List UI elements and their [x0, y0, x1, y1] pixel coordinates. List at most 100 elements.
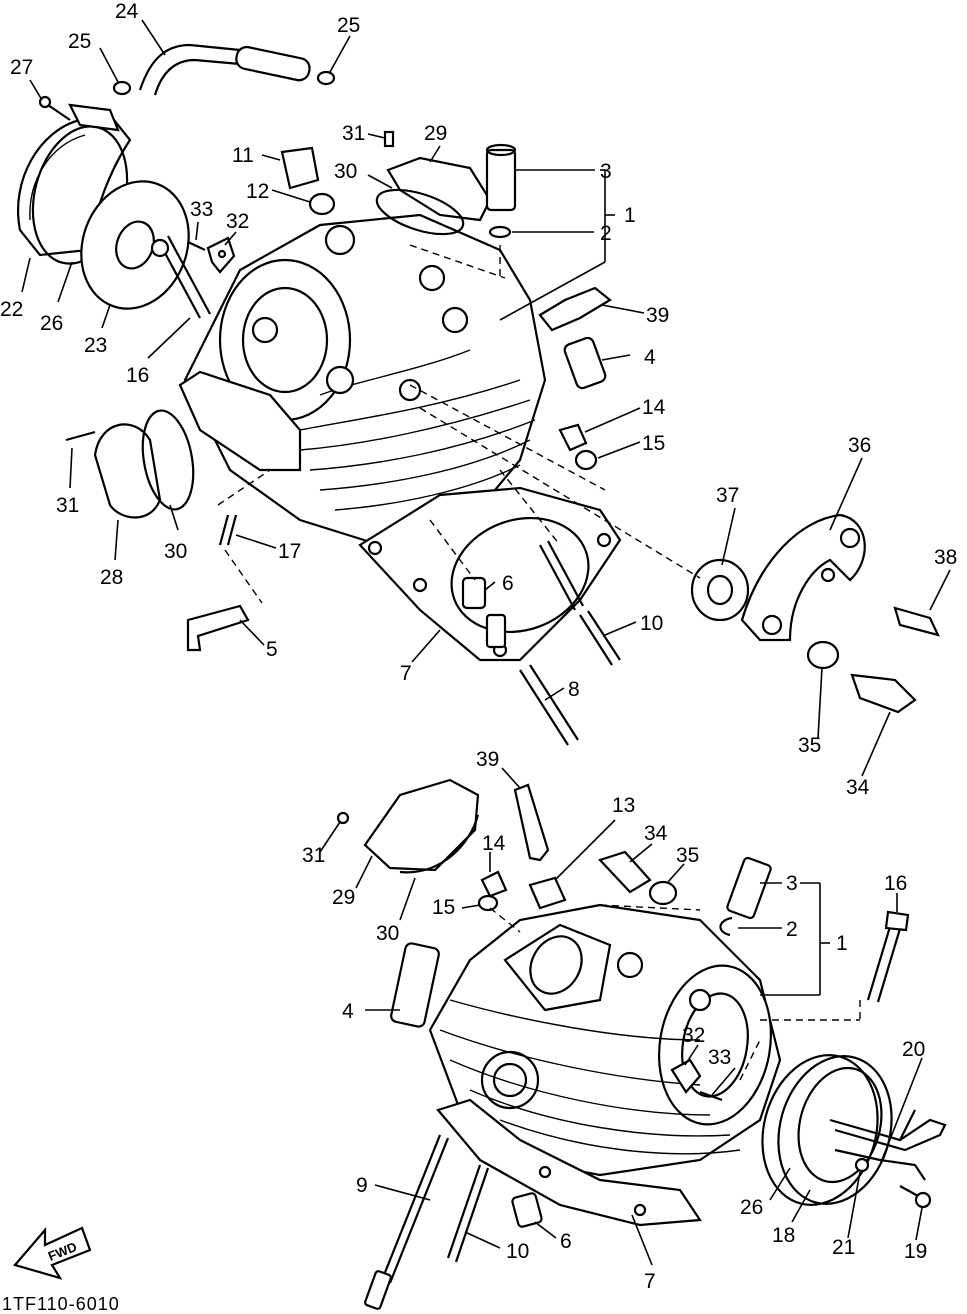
engine-bracket [740, 513, 866, 642]
long-bolt [150, 235, 211, 319]
callout-lower-26: 26 [740, 1196, 763, 1219]
callout-lower-30: 30 [376, 922, 399, 945]
callout-upper-37: 37 [716, 484, 739, 507]
callout-lower-2: 2 [786, 918, 798, 941]
bracket-32 [187, 236, 236, 274]
callout-lower-9: 9 [356, 1174, 368, 1197]
lower-leader-lines [319, 767, 923, 1266]
callout-upper-38: 38 [934, 546, 957, 569]
upper-valve-guide [485, 143, 517, 239]
upper-leader-lines [21, 19, 951, 777]
callout-upper-11: 11 [232, 144, 254, 167]
callout-upper-25b: 25 [337, 14, 360, 37]
callout-lower-1: 1 [836, 932, 848, 955]
callout-upper-16: 16 [126, 364, 149, 387]
breather-hose [112, 43, 336, 96]
callout-upper-31b: 31 [56, 494, 79, 517]
lower-base-gasket [436, 1098, 702, 1227]
lower-bracket-32 [670, 1058, 723, 1102]
callout-lower-10: 10 [506, 1240, 529, 1263]
lower-long-bolt [866, 910, 910, 1003]
bolt-19 [899, 1185, 932, 1209]
plug-13 [528, 876, 567, 910]
bolt-27 [38, 95, 71, 121]
lower-cylinder-head [428, 903, 782, 1177]
upper-studs [461, 540, 621, 746]
callout-upper-10: 10 [640, 612, 663, 635]
callout-lower-32: 32 [682, 1024, 705, 1047]
callout-upper-30a: 30 [334, 160, 357, 183]
callout-lower-39: 39 [476, 748, 499, 771]
diagram-code: 1TF110-6010 [2, 1294, 120, 1314]
callout-lower-31: 31 [302, 844, 325, 867]
callout-upper-31a: 31 [342, 122, 365, 145]
callout-upper-34: 34 [846, 776, 870, 799]
upper-dashed-lines [217, 244, 701, 604]
callout-lower-33: 33 [708, 1046, 731, 1069]
cap-14 [558, 423, 598, 471]
upper-base-gasket [358, 486, 622, 662]
left-side-cover [17, 103, 190, 310]
callout-lower-3: 3 [786, 872, 798, 895]
callout-upper-28: 28 [100, 566, 123, 589]
callout-upper-33: 33 [190, 198, 213, 221]
callout-upper-39: 39 [646, 304, 669, 327]
lower-dashed-lines [489, 904, 861, 1081]
lower-studs [364, 1134, 543, 1310]
callout-upper-25a: 25 [68, 30, 91, 53]
callout-upper-35: 35 [798, 734, 821, 757]
callout-upper-4: 4 [644, 346, 656, 369]
callout-upper-36: 36 [848, 434, 871, 457]
lower-valve-guide-4 [390, 942, 440, 1028]
callout-upper-29: 29 [424, 122, 447, 145]
callout-lower-19: 19 [904, 1240, 927, 1263]
callout-upper-22: 22 [0, 298, 23, 321]
callout-upper-14: 14 [642, 396, 666, 419]
lower-bracket-hardware [598, 850, 678, 906]
callout-upper-6: 6 [502, 572, 514, 595]
tappet-cover-28 [65, 409, 195, 519]
callout-upper-15: 15 [642, 432, 665, 455]
upper-valve-cover [375, 130, 492, 236]
callout-upper-2: 2 [600, 222, 612, 245]
callout-upper-24: 24 [115, 0, 139, 23]
lower-valve-cover [336, 778, 480, 874]
callout-lower-18: 18 [772, 1224, 795, 1247]
upper-cylinder-head [178, 213, 547, 547]
callout-upper-23: 23 [84, 334, 107, 357]
rubber-mount [690, 558, 750, 622]
callout-upper-5: 5 [266, 638, 278, 661]
callout-lower-6: 6 [560, 1230, 572, 1253]
callout-upper-32: 32 [226, 210, 249, 233]
callout-lower-4: 4 [342, 1000, 354, 1023]
callout-upper-30b: 30 [164, 540, 187, 563]
lower-cap-14 [477, 870, 508, 912]
callout-lower-7: 7 [644, 1270, 656, 1293]
callout-upper-12: 12 [246, 180, 269, 203]
stud-17 [186, 514, 250, 652]
cap-11 [280, 146, 336, 216]
callout-upper-8: 8 [568, 678, 580, 701]
callout-lower-20: 20 [902, 1038, 925, 1061]
fwd-arrow: FWD [13, 1226, 92, 1280]
callout-lower-15: 15 [432, 896, 455, 919]
callout-lower-14: 14 [482, 832, 506, 855]
bracket-hardware [806, 606, 940, 714]
lower-callouts: 39 13 34 31 14 35 29 3 16 15 30 2 1 4 20… [302, 748, 927, 1293]
callout-upper-27: 27 [10, 56, 33, 79]
callout-lower-34: 34 [644, 822, 668, 845]
callout-lower-13: 13 [612, 794, 635, 817]
callout-upper-26: 26 [40, 312, 63, 335]
upper-valve-guide-4 [563, 336, 607, 390]
wire-bracket-20 [829, 1109, 947, 1181]
callout-lower-16: 16 [884, 872, 907, 895]
callout-upper-1: 1 [624, 204, 636, 227]
callout-upper-17: 17 [278, 540, 301, 563]
callout-upper-7: 7 [400, 662, 412, 685]
callout-lower-21: 21 [832, 1236, 855, 1259]
lower-valve-guide [719, 856, 772, 937]
callout-lower-29: 29 [332, 886, 355, 909]
callout-upper-3: 3 [600, 160, 612, 183]
